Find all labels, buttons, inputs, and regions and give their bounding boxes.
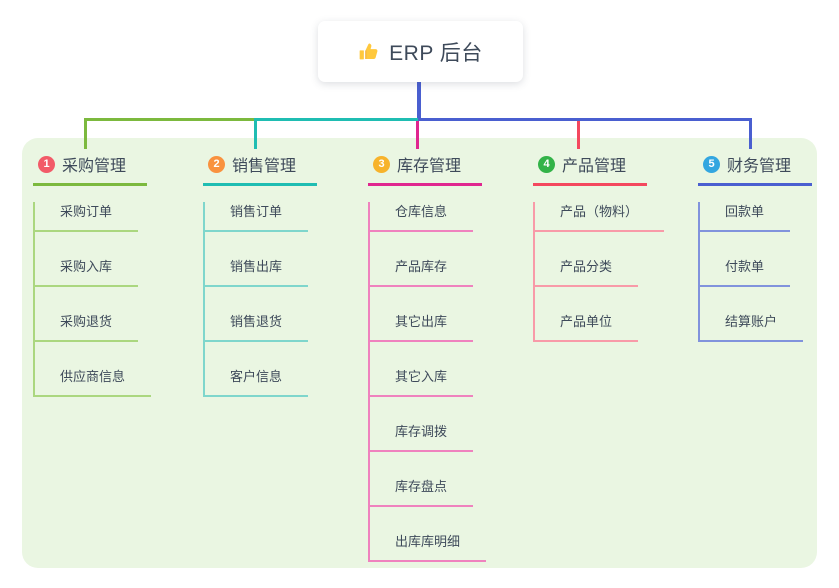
connector-root-drop	[417, 80, 421, 119]
mindmap-item[interactable]: 其它入库	[370, 367, 474, 397]
root-node[interactable]: ERP 后台	[318, 21, 523, 82]
connector-trunk-teal	[256, 118, 418, 121]
branch-title: 采购管理	[62, 158, 127, 175]
connector-trunk-green	[84, 118, 256, 121]
branches-background-panel	[22, 138, 817, 568]
connector-drop-purchase	[84, 118, 87, 149]
mindmap-item[interactable]: 其它出库	[370, 312, 474, 342]
priority-5-badge: 5	[703, 155, 720, 173]
connector-drop-finance	[749, 118, 752, 149]
mindmap-item[interactable]: 采购订单	[35, 202, 139, 232]
thumbs-up-icon	[358, 41, 380, 63]
mindmap-item[interactable]: 产品分类	[535, 257, 639, 287]
mindmap-item[interactable]: 采购入库	[35, 257, 139, 287]
branch-title: 产品管理	[562, 158, 627, 175]
branch-items-purchase: 采购订单 采购入库 采购退货 供应商信息	[33, 202, 183, 397]
mindmap-item[interactable]: 采购退货	[35, 312, 139, 342]
mindmap-item[interactable]: 库存调拨	[370, 422, 474, 452]
branch-node-sales-management[interactable]: 2 销售管理	[203, 148, 317, 186]
branch-items-sales: 销售订单 销售出库 销售退货 客户信息	[203, 202, 353, 397]
connector-drop-sales	[254, 118, 257, 149]
branch-items-inventory: 仓库信息 产品库存 其它出库 其它入库 库存调拨 库存盘点 出库库明细	[368, 202, 518, 562]
mindmap-item[interactable]: 回款单	[700, 202, 791, 232]
branch-node-inventory-management[interactable]: 3 库存管理	[368, 148, 482, 186]
branch-sales-management: 2 销售管理 销售订单 销售出库 销售退货 客户信息	[203, 148, 353, 397]
branch-purchase-management: 1 采购管理 采购订单 采购入库 采购退货 供应商信息	[33, 148, 183, 397]
branch-product-management: 4 产品管理 产品（物料） 产品分类 产品单位	[533, 148, 683, 342]
mindmap-item[interactable]: 销售退货	[205, 312, 309, 342]
branch-node-purchase-management[interactable]: 1 采购管理	[33, 148, 147, 186]
branch-node-product-management[interactable]: 4 产品管理	[533, 148, 647, 186]
priority-1-badge: 1	[38, 155, 55, 173]
mindmap-item[interactable]: 结算账户	[700, 312, 804, 342]
mindmap-item[interactable]: 供应商信息	[35, 367, 152, 397]
mindmap-item[interactable]: 仓库信息	[370, 202, 474, 232]
branch-items-finance: 回款单 付款单 结算账户	[698, 202, 839, 342]
mindmap-item[interactable]: 客户信息	[205, 367, 309, 397]
branch-node-finance-management[interactable]: 5 财务管理	[698, 148, 812, 186]
mindmap-item[interactable]: 销售订单	[205, 202, 309, 232]
connector-trunk-blue	[418, 118, 752, 121]
branch-inventory-management: 3 库存管理 仓库信息 产品库存 其它出库 其它入库 库存调拨 库存盘点 出库库…	[368, 148, 518, 562]
connector-drop-product	[577, 121, 580, 149]
priority-4-badge: 4	[538, 155, 555, 173]
mindmap-item[interactable]: 销售出库	[205, 257, 309, 287]
mindmap-item[interactable]: 产品（物料）	[535, 202, 665, 232]
root-node-label: ERP 后台	[389, 41, 483, 65]
mindmap-item[interactable]: 付款单	[700, 257, 791, 287]
branch-finance-management: 5 财务管理 回款单 付款单 结算账户	[698, 148, 839, 342]
branch-title: 销售管理	[232, 158, 297, 175]
mindmap-item[interactable]: 产品单位	[535, 312, 639, 342]
mindmap-item[interactable]: 出库库明细	[370, 532, 487, 562]
branch-title: 财务管理	[727, 158, 792, 175]
branch-title: 库存管理	[397, 158, 462, 175]
priority-2-badge: 2	[208, 155, 225, 173]
connector-drop-inventory	[416, 121, 419, 149]
mindmap-item[interactable]: 产品库存	[370, 257, 474, 287]
mindmap-item[interactable]: 库存盘点	[370, 477, 474, 507]
priority-3-badge: 3	[373, 155, 390, 173]
branch-items-product: 产品（物料） 产品分类 产品单位	[533, 202, 683, 342]
